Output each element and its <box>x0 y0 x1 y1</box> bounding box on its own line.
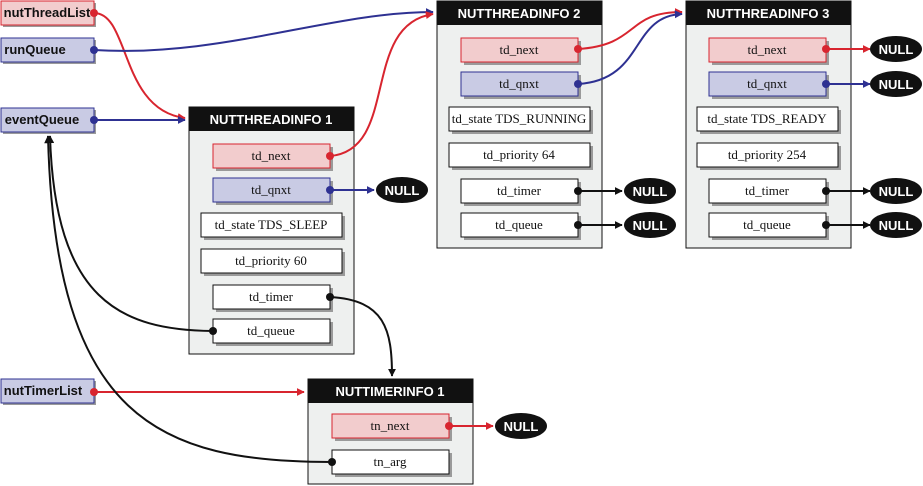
thread2-td-qnxt-field: td_qnxt <box>460 71 581 99</box>
thread1-td-state-field: td_state TDS_SLEEP <box>200 212 345 240</box>
thread2-td-next-field: td_next <box>460 37 581 65</box>
thread3-td-next-field: td_next <box>708 37 829 65</box>
thread1-td-qnxt-label: td_qnxt <box>251 182 291 197</box>
runQueue-arrow <box>93 8 434 52</box>
timer1-tn-arg-arrow <box>44 135 333 463</box>
thread3-td-queue-field: td_queue <box>708 212 829 240</box>
thread2-td-qnxt-arrow <box>577 10 683 85</box>
svg-text:NULL: NULL <box>385 183 420 198</box>
thread2-td-priority-field: td_priority 64 <box>448 142 593 170</box>
thread2-td-next-arrow <box>577 8 683 50</box>
thread1-td-timer-dot <box>326 293 334 301</box>
thread1-td-queue-arrow <box>46 135 214 332</box>
thread2-td-next-dot <box>574 45 582 53</box>
thread2-td-next-label: td_next <box>500 42 539 57</box>
thread1-td-timer-label: td_timer <box>249 289 294 304</box>
thread1-td-queue-label: td_queue <box>247 323 295 338</box>
thread3-td-state-label: td_state TDS_READY <box>707 111 827 126</box>
svg-text:NULL: NULL <box>879 184 914 199</box>
thread3-td-next-label: td_next <box>748 42 787 57</box>
svg-text:NULL: NULL <box>879 42 914 57</box>
thread3-td-timer-dot <box>822 187 830 195</box>
thread3-td-priority-field: td_priority 254 <box>696 142 841 170</box>
thread3-td-qnxt-dot <box>822 80 830 88</box>
thread2-td-queue-label: td_queue <box>495 217 543 232</box>
eventQueue-dot <box>90 116 98 124</box>
thread2-td-timer-field: td_timer <box>460 178 581 206</box>
var-nutThreadList: nutThreadList <box>0 0 96 27</box>
nutTimerList-dot <box>90 388 98 396</box>
timer1-tn-arg-dot <box>328 458 336 466</box>
thread3-td-qnxt-label: td_qnxt <box>747 76 787 91</box>
svg-text:NULL: NULL <box>879 77 914 92</box>
var-runQueue: runQueue <box>0 37 96 64</box>
svg-text:NULL: NULL <box>504 419 539 434</box>
thread2-title: NUTTHREADINFO 2 <box>458 6 581 21</box>
thread1-td-qnxt-field: td_qnxt <box>212 177 333 205</box>
thread3-td-queue-label: td_queue <box>743 217 791 232</box>
thread2-td-state-field: td_state TDS_RUNNING <box>448 106 593 134</box>
var-nutTimerList: nutTimerList <box>0 378 96 405</box>
thread1-td-priority-field: td_priority 60 <box>200 248 345 276</box>
thread2-td-queue-dot <box>574 221 582 229</box>
thread3-td-queue-dot <box>822 221 830 229</box>
null-thread1-qnxt: NULL <box>376 177 428 203</box>
thread1-td-state-label: td_state TDS_SLEEP <box>215 217 328 232</box>
var-eventQueue: eventQueue <box>0 107 96 134</box>
runQueue-dot <box>90 46 98 54</box>
thread3-title: NUTTHREADINFO 3 <box>707 6 830 21</box>
null-thread2-timer: NULL <box>624 178 676 204</box>
var-nutTimerList-label: nutTimerList <box>4 383 83 398</box>
thread1-td-next-field: td_next <box>212 143 333 171</box>
thread1-td-qnxt-dot <box>326 186 334 194</box>
thread1-td-queue-field: td_queue <box>212 318 333 346</box>
thread3-td-timer-field: td_timer <box>708 178 829 206</box>
thread2-td-priority-label: td_priority 64 <box>483 147 555 162</box>
null-thread3-next: NULL <box>870 36 922 62</box>
thread1-td-next-dot <box>326 152 334 160</box>
null-thread2-queue: NULL <box>624 212 676 238</box>
thread3-td-priority-label: td_priority 254 <box>728 147 807 162</box>
null-thread3-qnxt: NULL <box>870 71 922 97</box>
timer1-tn-arg-label: tn_arg <box>374 454 407 469</box>
thread3-td-qnxt-field: td_qnxt <box>708 71 829 99</box>
thread1-td-timer-arrow <box>329 296 396 377</box>
var-nutThreadList-label: nutThreadList <box>4 5 91 20</box>
thread2-td-qnxt-label: td_qnxt <box>499 76 539 91</box>
nutThreadList-dot <box>90 9 98 17</box>
svg-text:NULL: NULL <box>633 184 668 199</box>
timer1-tn-next-label: tn_next <box>371 418 410 433</box>
thread2-td-qnxt-dot <box>574 80 582 88</box>
thread1-td-timer-field: td_timer <box>212 284 333 312</box>
thread2-td-state-label: td_state TDS_RUNNING <box>452 111 586 126</box>
var-eventQueue-label: eventQueue <box>5 112 79 127</box>
thread3-td-timer-label: td_timer <box>745 183 790 198</box>
thread3-td-next-dot <box>822 45 830 53</box>
null-thread3-queue: NULL <box>870 212 922 238</box>
thread2-td-queue-field: td_queue <box>460 212 581 240</box>
timer1-tn-arg-field: tn_arg <box>331 449 452 477</box>
thread1-title: NUTTHREADINFO 1 <box>210 112 333 127</box>
thread2-td-timer-dot <box>574 187 582 195</box>
var-runQueue-label: runQueue <box>4 42 65 57</box>
thread1-td-next-arrow <box>329 11 434 157</box>
nutThreadList-arrow <box>93 12 186 122</box>
timer1-title: NUTTIMERINFO 1 <box>335 384 444 399</box>
thread1-td-priority-label: td_priority 60 <box>235 253 307 268</box>
svg-text:NULL: NULL <box>879 218 914 233</box>
thread1-td-queue-dot <box>209 327 217 335</box>
thread2-td-timer-label: td_timer <box>497 183 542 198</box>
timer1-tn-next-dot <box>445 422 453 430</box>
null-timer1-next: NULL <box>495 413 547 439</box>
thread1-td-next-label: td_next <box>252 148 291 163</box>
thread3-td-state-field: td_state TDS_READY <box>696 106 841 134</box>
svg-text:NULL: NULL <box>633 218 668 233</box>
null-thread3-timer: NULL <box>870 178 922 204</box>
timer1-tn-next-field: tn_next <box>331 413 452 441</box>
